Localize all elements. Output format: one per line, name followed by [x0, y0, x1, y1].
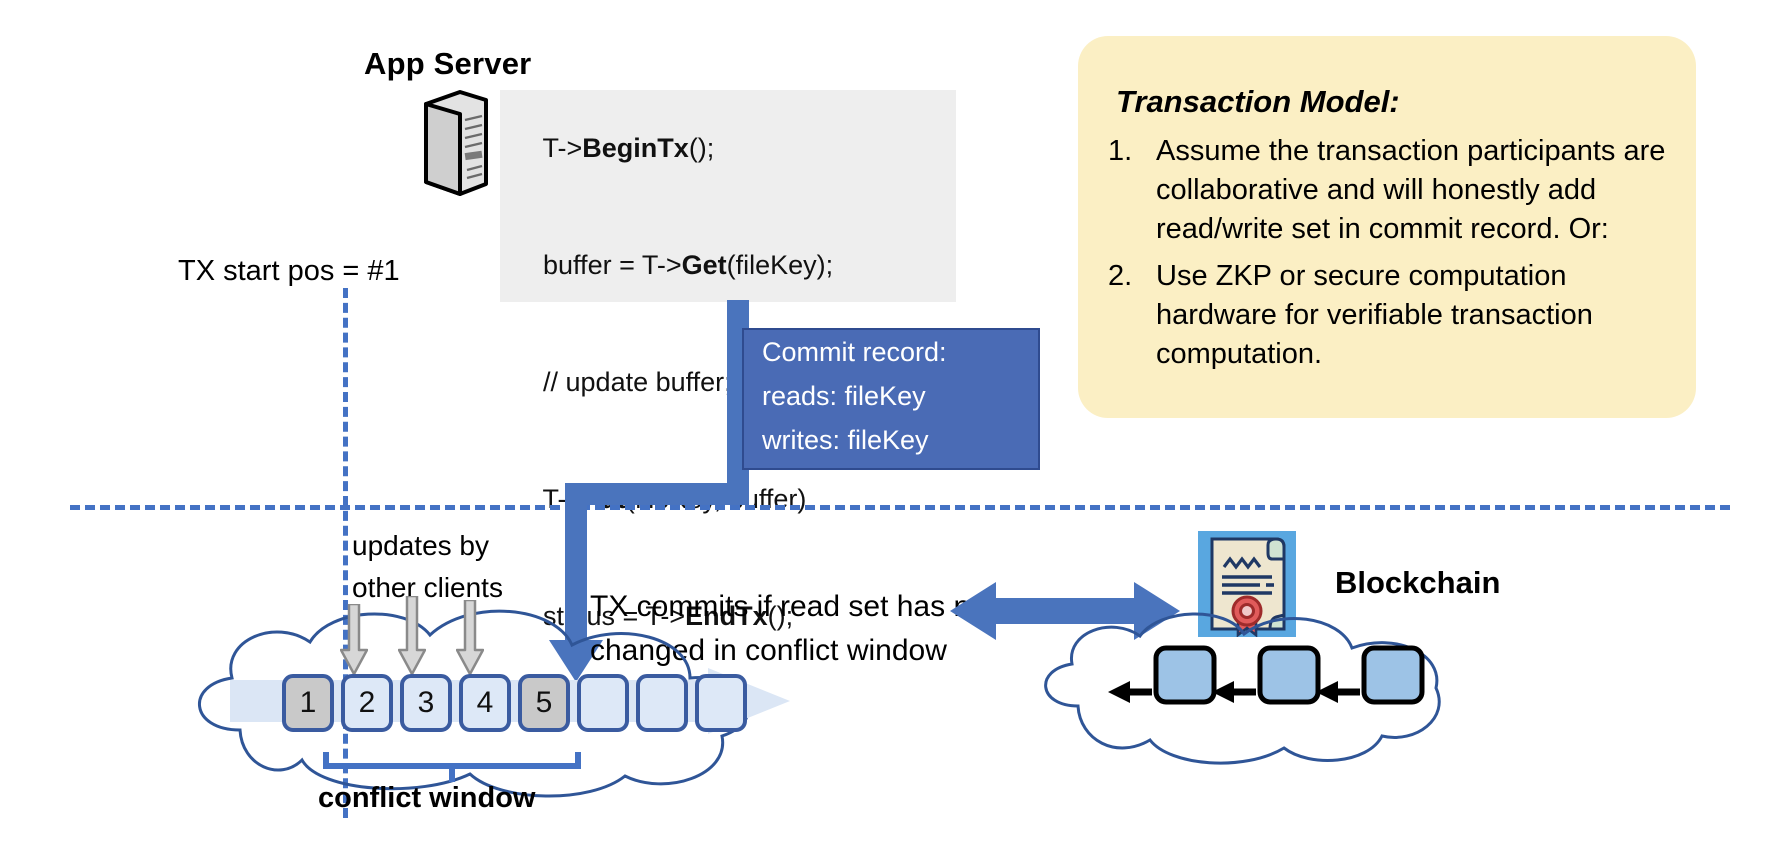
conflict-window-brace-icon: [323, 752, 581, 782]
commit-record-line: reads: fileKey: [762, 381, 926, 411]
code-segment: // update buffer;: [543, 367, 732, 397]
blockchain-blocks-row: [1108, 645, 1425, 705]
log-entry-box[interactable]: [577, 674, 629, 732]
list-item: 2. Use ZKP or secure computation hardwar…: [1108, 257, 1668, 374]
code-segment: T->: [542, 133, 583, 163]
updates-label-line1: updates by: [352, 530, 489, 561]
client-ledger-divider: [70, 505, 1730, 510]
tx-commits-condition-label: TX commits if read set has not changed i…: [590, 585, 995, 673]
client-update-arrow-icon: [456, 600, 484, 676]
code-segment: ();: [688, 133, 715, 163]
log-entry-box[interactable]: [695, 674, 747, 732]
code-segment: buffer = T->: [543, 250, 682, 280]
code-line: // update buffer;: [500, 324, 956, 441]
log-entry-box[interactable]: 2: [341, 674, 393, 732]
conflict-window-label: conflict window: [318, 782, 536, 814]
commit-record-box: Commit record: reads: fileKey writes: fi…: [742, 328, 1040, 470]
code-line: buffer = T->Get(fileKey);: [500, 207, 956, 324]
log-entry-box[interactable]: 3: [400, 674, 452, 732]
code-segment: ();: [767, 601, 794, 631]
commit-connector-segment: [565, 483, 749, 505]
list-item-text: Use ZKP or secure computation hardware f…: [1156, 260, 1593, 370]
list-item: 1. Assume the transaction participants a…: [1108, 132, 1668, 249]
blockchain-block: [1361, 645, 1425, 705]
client-update-arrow-icon: [340, 604, 368, 676]
log-entries-row: 1 2 3 4 5: [282, 674, 747, 732]
commit-record-line: writes: fileKey: [762, 425, 929, 455]
list-item-number: 1.: [1108, 135, 1133, 167]
code-keyword: Get: [681, 250, 727, 280]
client-update-arrow-icon: [398, 596, 426, 676]
app-server-title: App Server: [364, 46, 532, 81]
shared-log-cloud: [198, 609, 751, 798]
tx-start-pos-label: TX start pos = #1: [178, 255, 400, 287]
transaction-model-card: Transaction Model: 1. Assume the transac…: [1078, 36, 1696, 418]
blockchain-label: Blockchain: [1335, 565, 1501, 600]
log-entry-box[interactable]: 5: [518, 674, 570, 732]
list-item-text: Assume the transaction participants are …: [1156, 135, 1666, 245]
tx-commits-line2: changed in conflict window: [590, 634, 947, 667]
tx-commits-line1: TX commits if read set has not: [590, 590, 996, 623]
updates-by-other-clients-label: updates by other clients: [352, 525, 503, 609]
commit-record-line: Commit record:: [762, 337, 947, 367]
code-snippet-box: T->BeginTx(); buffer = T->Get(fileKey); …: [500, 90, 956, 631]
code-keyword: BeginTx: [582, 133, 689, 163]
log-entry-box[interactable]: 4: [459, 674, 511, 732]
list-item-number: 2.: [1108, 260, 1133, 292]
bidirectional-sync-arrow-icon: [950, 582, 1180, 640]
log-entry-box[interactable]: 1: [282, 674, 334, 732]
code-segment: (fileKey);: [726, 250, 834, 280]
blockchain-block: [1153, 645, 1217, 705]
tx-start-dashed-line: [343, 288, 348, 818]
code-keyword: EndTx: [685, 601, 768, 631]
commit-connector-segment: [565, 483, 587, 661]
transaction-model-list: 1. Assume the transaction participants a…: [1108, 132, 1668, 382]
blockchain-block: [1257, 645, 1321, 705]
server-tower-icon: [424, 90, 488, 196]
transaction-model-title: Transaction Model:: [1116, 84, 1400, 119]
code-line: T->BeginTx();: [500, 90, 956, 207]
log-entry-box[interactable]: [636, 674, 688, 732]
updates-label-line2: other clients: [352, 572, 503, 603]
